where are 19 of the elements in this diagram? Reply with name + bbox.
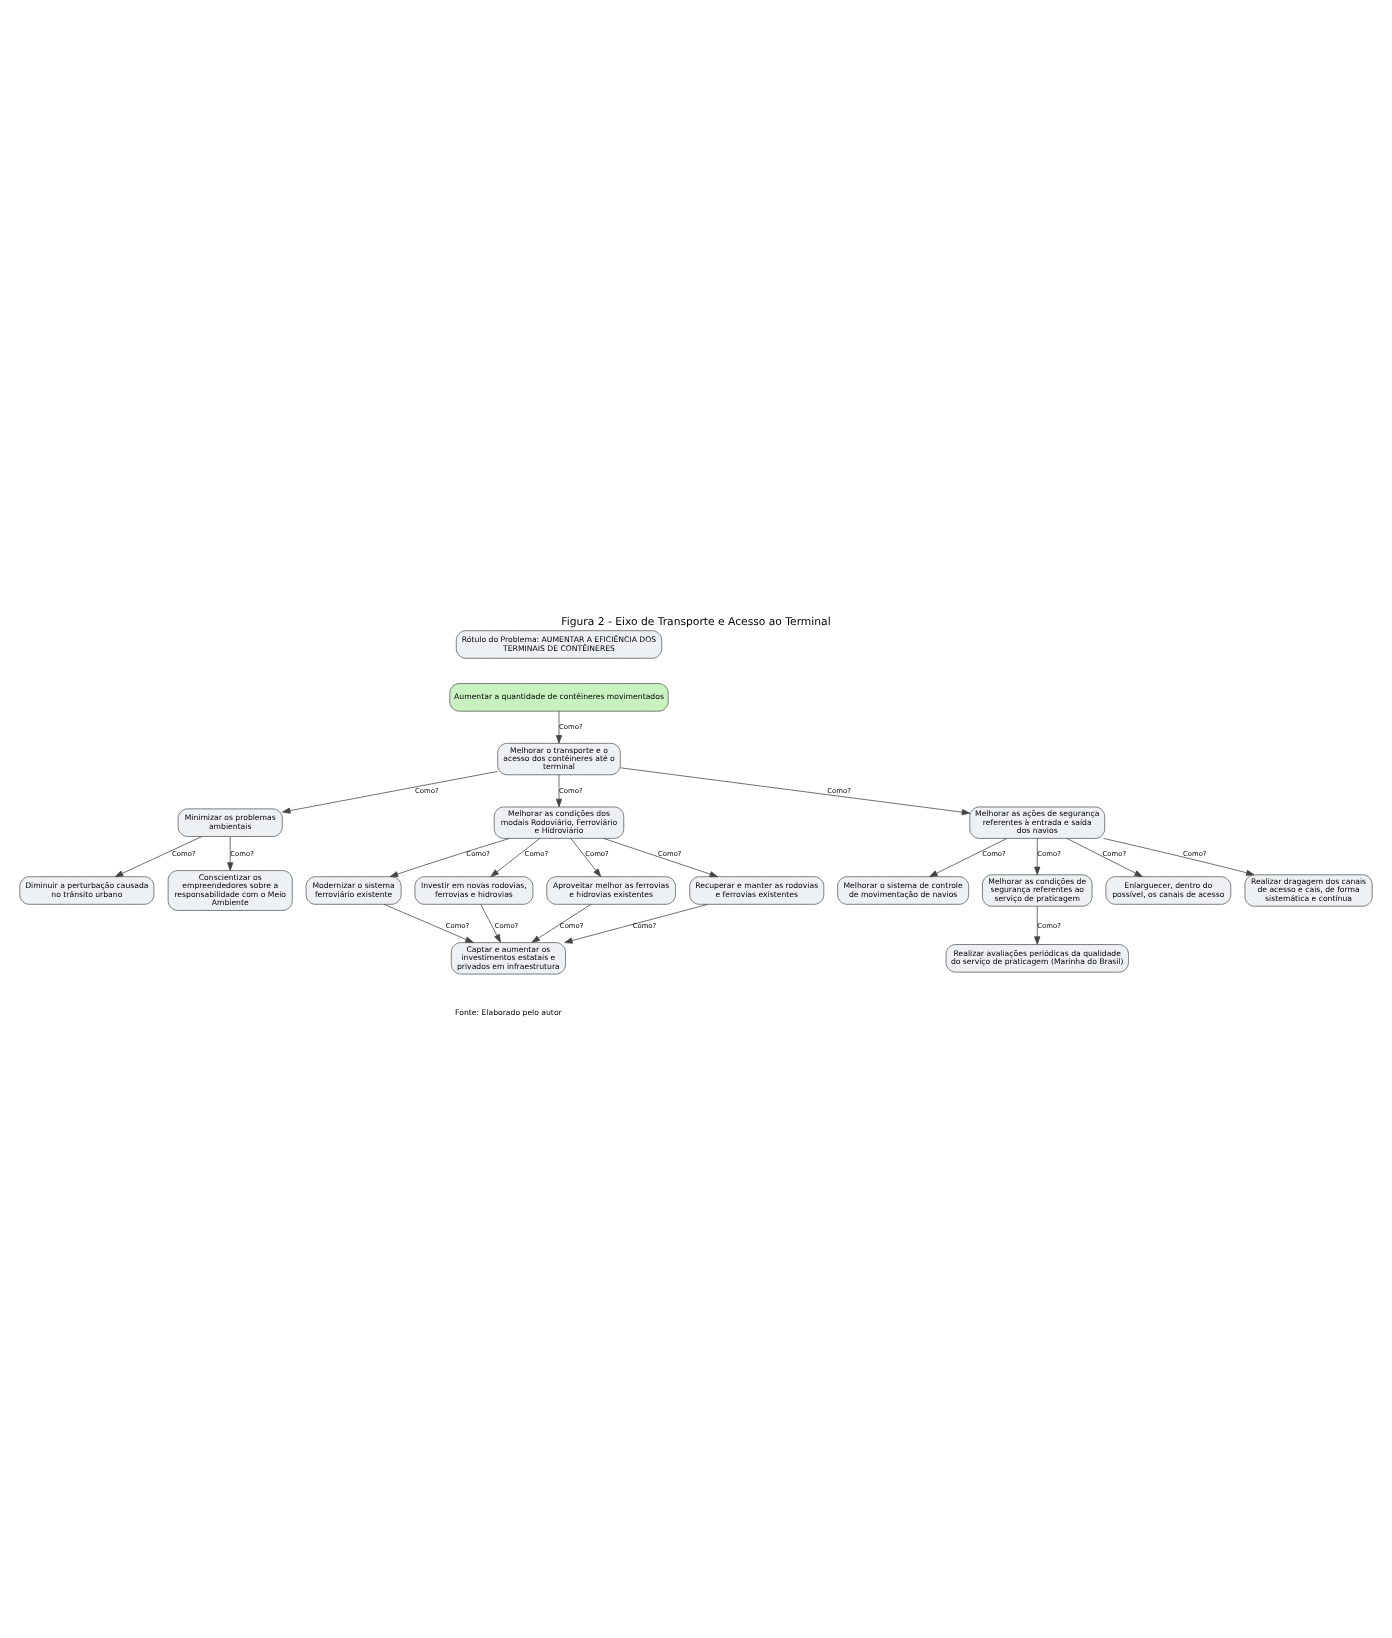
arrow [490, 837, 541, 876]
arrow [1103, 837, 1255, 875]
arrow [620, 766, 971, 815]
arrow [383, 903, 474, 942]
arrow [227, 835, 234, 870]
arrow [555, 709, 563, 743]
arrow [1066, 837, 1143, 877]
arrow [531, 903, 592, 942]
arrow [603, 837, 718, 877]
arrow [114, 835, 203, 877]
arrow [570, 837, 602, 876]
arrow [555, 773, 563, 807]
arrow [389, 837, 510, 877]
arrow [282, 770, 498, 813]
arrow [1034, 904, 1041, 944]
arrow [564, 903, 709, 943]
arrow [929, 837, 1008, 877]
arrow [1034, 837, 1041, 875]
arrow [480, 903, 501, 942]
